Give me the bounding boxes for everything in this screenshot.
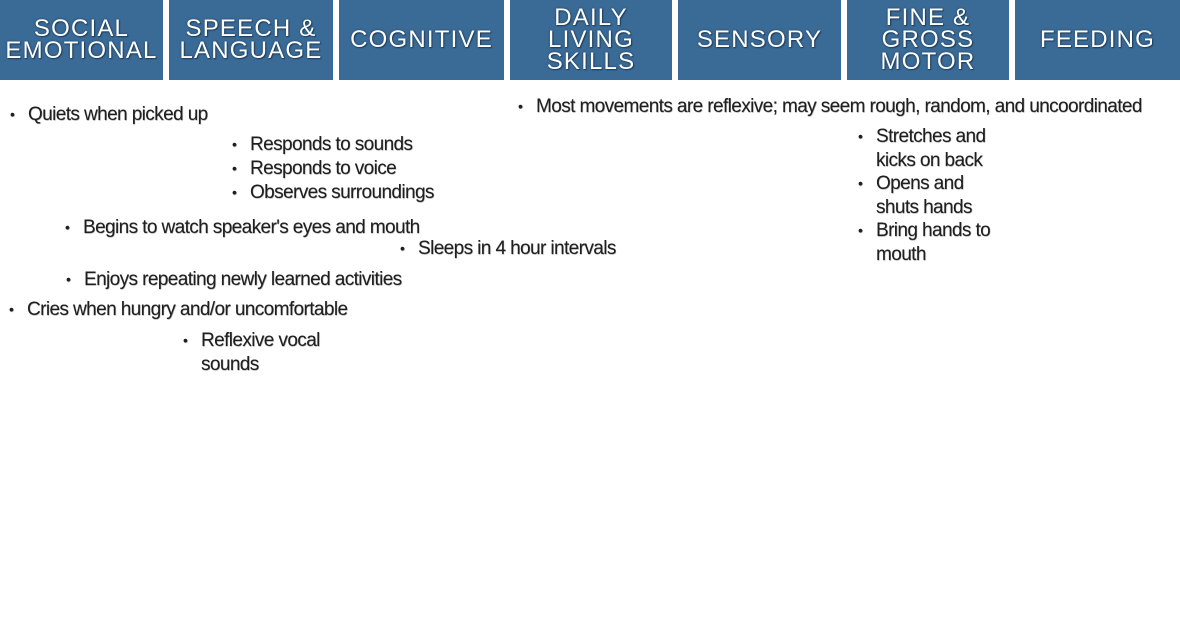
milestone-item: Responds to sounds <box>232 133 413 157</box>
milestone-item: Begins to watch speaker's eyes and mouth <box>65 216 420 240</box>
tab-label: DAILY LIVING SKILLS <box>546 4 636 75</box>
milestone-item: Cries when hungry and/or uncomfortable <box>9 298 348 322</box>
tab-sensory[interactable]: SENSORY <box>678 0 841 80</box>
milestone-item: Bring hands to mouth <box>858 219 1016 266</box>
milestone-item: Enjoys repeating newly learned activitie… <box>66 268 402 292</box>
milestone-item: Sleeps in 4 hour intervals <box>400 237 616 261</box>
milestone-item: Opens and shuts hands <box>858 172 1006 219</box>
milestone-item: Responds to voice <box>232 157 397 181</box>
tab-label: SOCIAL EMOTIONAL <box>5 15 158 64</box>
tab-speech-language[interactable]: SPEECH & LANGUAGE <box>169 0 333 80</box>
category-tab-bar: SOCIAL EMOTIONAL SPEECH & LANGUAGE COGNI… <box>0 0 1180 82</box>
milestone-item: Stretches and kicks on back <box>858 125 1011 172</box>
tab-fine-gross-motor[interactable]: FINE & GROSS MOTOR <box>847 0 1009 80</box>
tab-label: SENSORY <box>696 26 823 53</box>
milestone-item: Most movements are reflexive; may seem r… <box>518 95 1142 119</box>
tab-label: FINE & GROSS MOTOR <box>880 4 976 75</box>
milestone-item: Observes surroundings <box>232 181 434 205</box>
tab-label: FEEDING <box>1039 26 1156 53</box>
tab-feeding[interactable]: FEEDING <box>1015 0 1180 80</box>
tab-daily-living-skills[interactable]: DAILY LIVING SKILLS <box>510 0 672 80</box>
tab-cognitive[interactable]: COGNITIVE <box>339 0 504 80</box>
tab-label: SPEECH & LANGUAGE <box>179 15 323 64</box>
milestone-item: Quiets when picked up <box>10 103 208 127</box>
tab-label: COGNITIVE <box>350 26 493 53</box>
milestone-item: Reflexive vocal sounds <box>183 329 321 376</box>
tab-social-emotional[interactable]: SOCIAL EMOTIONAL <box>0 0 163 80</box>
